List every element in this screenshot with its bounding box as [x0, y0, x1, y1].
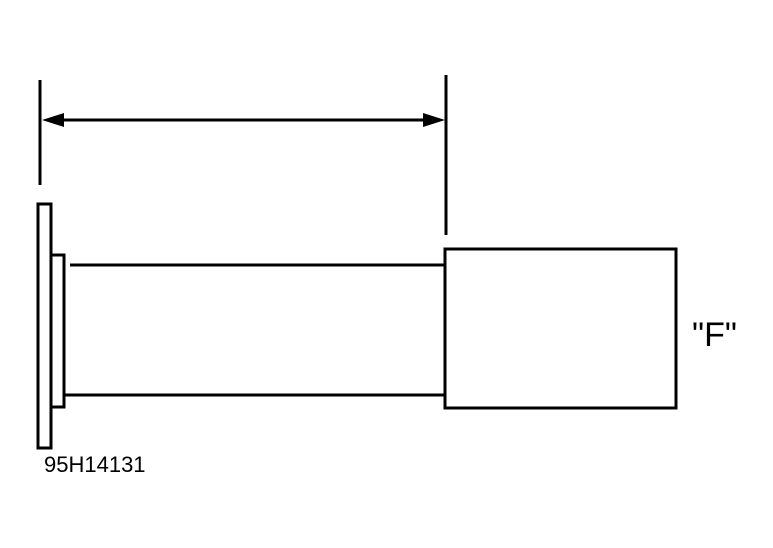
collar [49, 253, 66, 409]
left-arrowhead [42, 113, 64, 127]
right-arrowhead [423, 113, 445, 127]
figure-id: 95H14131 [44, 452, 146, 477]
head-block [443, 247, 678, 410]
part-label-f: "F" [692, 316, 737, 354]
flange-plate [36, 202, 53, 450]
